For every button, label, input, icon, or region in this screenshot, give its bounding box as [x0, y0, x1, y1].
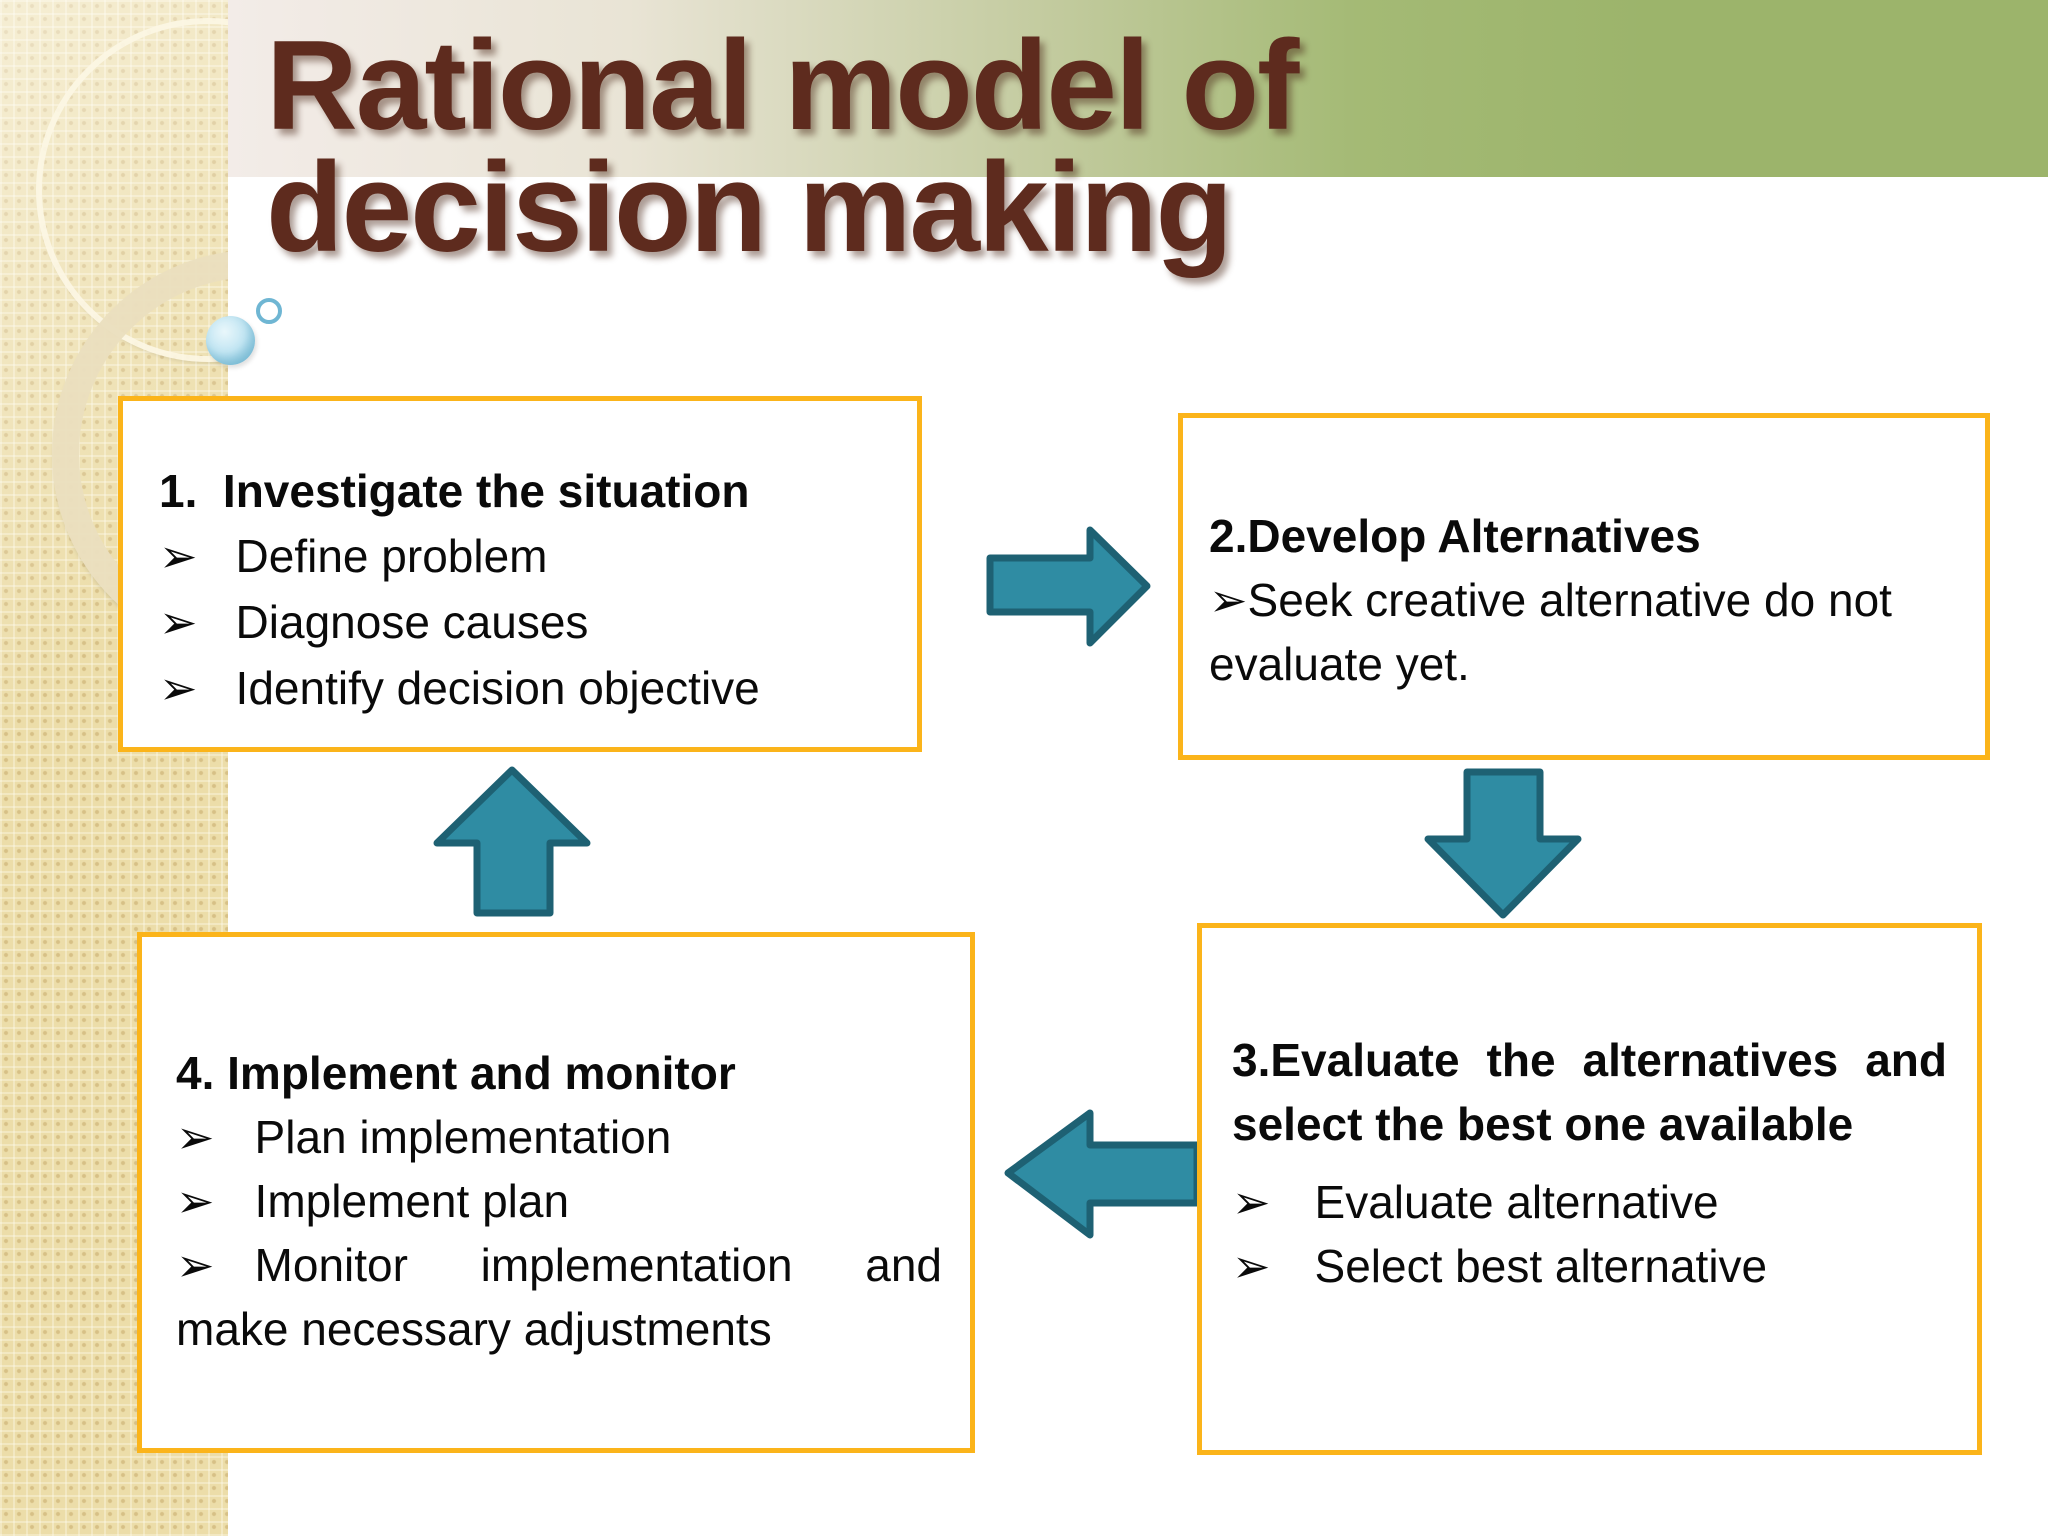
list-item: ➢ Define problem — [159, 523, 893, 589]
bullet-text: Evaluate alternative — [1314, 1176, 1719, 1228]
list-item: ➢Monitor implementation and make necessa… — [176, 1233, 942, 1361]
arrowhead-bullet-icon: ➢ — [176, 1238, 215, 1292]
step-2-bullets: ➢Seek creative alternative do not evalua… — [1209, 568, 1965, 696]
list-item: ➢ Plan implementation — [176, 1105, 942, 1169]
bullet-text: Identify decision objective — [235, 662, 760, 714]
arrow-up-icon — [433, 766, 591, 917]
bullet-text: Plan implementation — [254, 1111, 672, 1163]
arrowhead-bullet-icon: ➢ — [1232, 1239, 1271, 1293]
step-4-bullets: ➢Plan implementation ➢Implement plan ➢Mo… — [176, 1105, 942, 1361]
list-item: ➢ Implement plan — [176, 1169, 942, 1233]
arrow-down-icon — [1424, 768, 1582, 919]
step-3-title: 3.Evaluate the alternatives and select t… — [1232, 1034, 1947, 1150]
bullet-text: Diagnose causes — [235, 596, 589, 648]
bullet-text: Monitor implementation and make necessar… — [176, 1239, 942, 1355]
step-4-box: 4. Implement and monitor ➢ Plan implement… — [137, 932, 975, 1453]
list-item: ➢Seek creative alternative do not evalua… — [1209, 568, 1965, 696]
bullet-text: Define problem — [235, 530, 548, 582]
list-item: ➢ Identify decision objective — [159, 655, 893, 721]
arrowhead-bullet-icon: ➢ — [159, 661, 198, 715]
arrowhead-bullet-icon: ➢ — [159, 529, 198, 583]
bullet-text: Implement plan — [254, 1175, 570, 1227]
arrowhead-bullet-icon: ➢ — [159, 595, 198, 649]
bullet-text: Select best alternative — [1314, 1240, 1768, 1292]
arrowhead-bullet-icon: ➢ — [1209, 573, 1248, 627]
list-item: ➢ Select best alternative — [1232, 1234, 1947, 1298]
step-3-bullets: ➢ Evaluate alternative ➢ Select best alter… — [1232, 1170, 1947, 1298]
step-1-bullets: ➢ Define problem ➢ Diagnose causes ➢ Identi… — [159, 523, 893, 721]
bullet-text: Seek creative alternative do not evaluat… — [1209, 574, 1892, 690]
arrowhead-bullet-icon: ➢ — [176, 1174, 215, 1228]
step-2-title: 2.Develop Alternatives — [1209, 510, 1701, 562]
arrowhead-bullet-icon: ➢ — [176, 1110, 215, 1164]
step-1-box: 1. Investigate the situation ➢ Define pro… — [118, 396, 922, 752]
list-item: ➢ Diagnose causes — [159, 589, 893, 655]
step-2-box: 2.Develop Alternatives ➢Seek creative al… — [1178, 413, 1990, 760]
step-1-title: 1. Investigate the situation — [159, 465, 750, 517]
title-line-1: Rational model of — [266, 14, 1299, 156]
arrow-left-icon — [1004, 1109, 1201, 1239]
arrowhead-bullet-icon: ➢ — [1232, 1175, 1271, 1229]
arrow-right-icon — [986, 526, 1151, 647]
list-item: ➢ Evaluate alternative — [1232, 1170, 1947, 1234]
step-4-title: 4. Implement and monitor — [176, 1047, 736, 1099]
step-3-box: 3.Evaluate the alternatives and select t… — [1197, 923, 1982, 1455]
sphere-decoration — [206, 316, 255, 365]
small-circle-decoration — [256, 298, 282, 324]
title-line-2: decision making — [266, 136, 1233, 278]
title-band — [228, 0, 2048, 177]
